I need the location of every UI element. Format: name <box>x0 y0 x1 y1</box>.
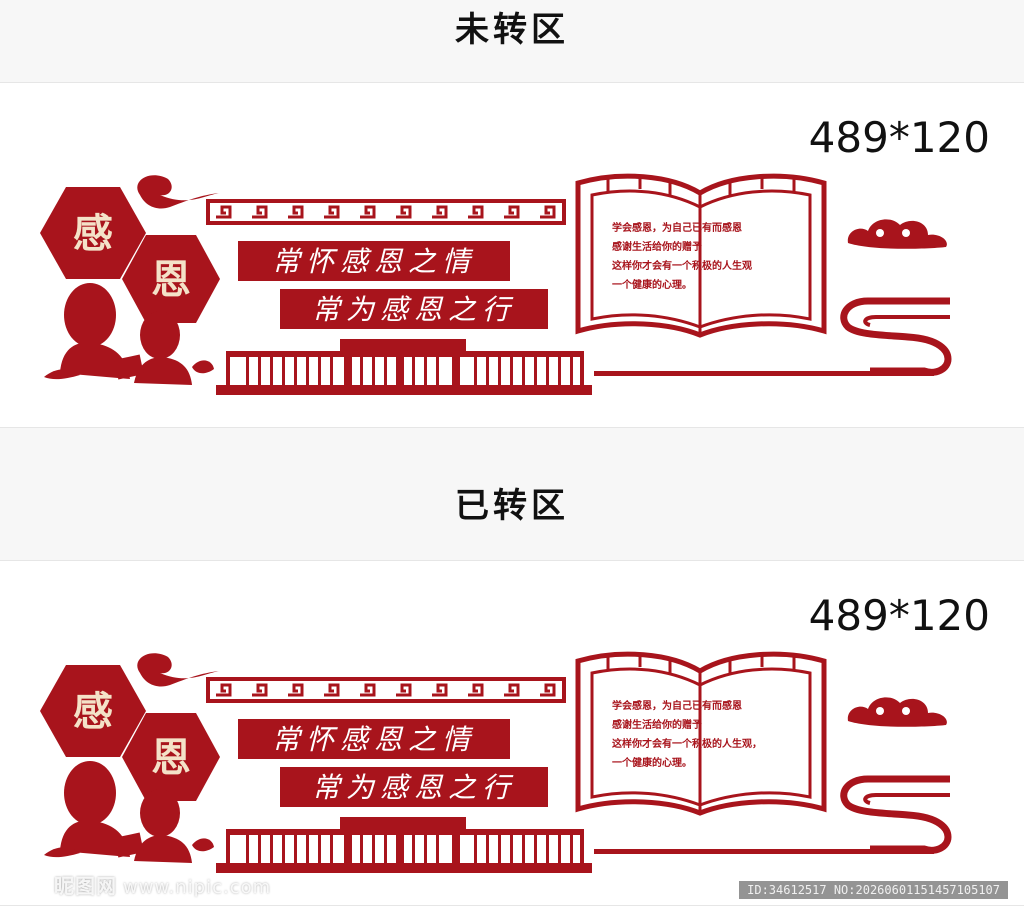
scroll-curve-icon <box>840 775 952 854</box>
book-line-2: 感谢生活给你的赠予 <box>612 718 702 731</box>
scroll-curve-icon <box>840 297 952 376</box>
book-line-1: 学会感恩，为自己已有而感恩 <box>612 221 742 234</box>
hexagon-char-2: 恩 <box>151 256 191 303</box>
book-line-1: 学会感恩，为自己已有而感恩 <box>612 699 742 712</box>
watermark-brand-text: 昵图网 <box>54 874 117 898</box>
open-book-icon <box>575 651 827 816</box>
key-border-frame <box>206 199 566 225</box>
hexagon-1 <box>40 187 146 279</box>
key-border-pattern <box>216 683 556 697</box>
section-title-converted: 已转区 <box>455 486 569 526</box>
hexagon-2 <box>122 713 220 801</box>
book-line-2: 感谢生活给你的赠予 <box>612 240 702 253</box>
watermark-id: ID:34612517 NO:20260601151457105107 <box>739 881 1008 899</box>
book-line-3: 这样你才会有一个积极的人生观， <box>612 737 762 750</box>
hexagon-char-1: 感 <box>73 210 113 257</box>
silhouette-icon <box>44 283 214 385</box>
building-icon <box>216 817 592 873</box>
silhouette-icon <box>44 761 214 863</box>
open-book-icon <box>575 173 827 338</box>
banner-text-1: 常怀感恩之情 <box>272 245 476 278</box>
book-line-4: 一个健康的心理。 <box>612 756 692 769</box>
building-icon <box>216 339 592 395</box>
swirl-cloud-icon <box>137 653 220 687</box>
banner-2 <box>280 767 548 807</box>
culture-wall-artwork-converted: 感 恩 常怀感恩之情 常为感恩之行 <box>40 651 952 873</box>
panel-unconverted: 489*120 感 恩 常怀感恩之情 <box>0 82 1024 428</box>
cloud-icon <box>847 697 947 727</box>
watermark-site-text: www.nipic.com <box>123 877 272 898</box>
base-line <box>594 849 934 854</box>
hexagon-char-1: 感 <box>73 688 113 735</box>
swirl-cloud-icon <box>137 175 220 209</box>
watermark-brand: 昵图网 www.nipic.com <box>54 870 271 899</box>
banner-text-1: 常怀感恩之情 <box>272 723 476 756</box>
book-line-3: 这样你才会有一个积极的人生观 <box>612 259 752 272</box>
key-border-frame <box>206 677 566 703</box>
hexagon-char-2: 恩 <box>151 734 191 781</box>
section-title-unconverted: 未转区 <box>455 10 569 50</box>
banner-1 <box>238 719 510 759</box>
panel-converted: 489*120 感 恩 常怀感恩之情 常为感恩之行 <box>0 560 1024 906</box>
base-line <box>594 371 934 376</box>
dimension-label: 489*120 <box>808 113 990 162</box>
banner-1 <box>238 241 510 281</box>
banner-text-2: 常为感恩之行 <box>312 293 516 326</box>
cloud-icon <box>847 219 947 249</box>
hexagon-2 <box>122 235 220 323</box>
book-line-4: 一个健康的心理。 <box>612 278 692 291</box>
hexagon-1 <box>40 665 146 757</box>
culture-wall-artwork: 感 恩 常怀感恩之情 常为感恩之行 <box>40 173 952 395</box>
dimension-label: 489*120 <box>808 591 990 640</box>
banner-2 <box>280 289 548 329</box>
key-border-pattern <box>216 205 556 219</box>
banner-text-2: 常为感恩之行 <box>312 771 516 804</box>
